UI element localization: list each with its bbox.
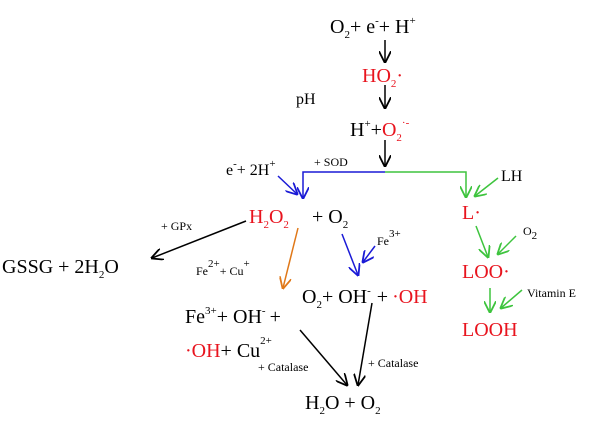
arrow-h2o2-to-gssg bbox=[152, 220, 247, 258]
ph-label: pH bbox=[296, 91, 316, 108]
final-products: H2O + O2 bbox=[305, 392, 381, 417]
hydroxyl-copper: ·OH+ Cu2+ bbox=[185, 335, 272, 362]
o2-reagent: O2 bbox=[523, 224, 537, 242]
arrow-h2o2-fenton bbox=[283, 227, 299, 288]
fenton-products: Fe3++ OH-+ bbox=[185, 305, 281, 328]
arrows bbox=[152, 40, 523, 385]
ho2-radical: HO2· bbox=[362, 65, 403, 90]
gssg-product: GSSG + 2H2O bbox=[2, 256, 119, 281]
lipid-radical: L· bbox=[462, 202, 481, 224]
arrow-right-catalase bbox=[358, 302, 373, 385]
fe3-reagent: Fe3+ bbox=[377, 228, 401, 248]
superoxide: H++O2·- bbox=[350, 117, 410, 144]
sod-reagent: e-+ 2H+ bbox=[226, 158, 276, 179]
lh-reagent-arrow bbox=[475, 177, 499, 196]
sod-reagent-arrow bbox=[277, 175, 297, 194]
lipid-branch-line bbox=[385, 171, 466, 197]
arrow-h2o2-haber-weiss bbox=[341, 233, 358, 275]
peroxyl-radical: LOO· bbox=[462, 261, 510, 283]
sod-branch-line bbox=[303, 171, 385, 198]
arrow-left-catalase bbox=[299, 329, 347, 385]
h2o2: H2O2 bbox=[249, 206, 289, 231]
vitamin-e-reagent-arrow bbox=[501, 289, 523, 308]
fe3-reagent-arrow bbox=[363, 245, 376, 262]
lipid-hydroperoxide: LOOH bbox=[462, 319, 518, 341]
arrow-l-to-loo bbox=[475, 225, 488, 257]
lh-label: LH bbox=[501, 168, 523, 185]
o2-reagent-arrow bbox=[498, 235, 517, 254]
gpx-label: + GPx bbox=[161, 219, 192, 233]
sod-label: + SOD bbox=[314, 155, 348, 169]
fenton-reagent: Fe2++ Cu+ bbox=[196, 258, 250, 278]
catalase-label-right: + Catalase bbox=[368, 356, 418, 370]
catalase-label-left: + Catalase bbox=[258, 360, 308, 374]
start-reactants: O2+ e-+ H+ bbox=[330, 15, 416, 41]
vitamin-e-label: Vitamin E bbox=[527, 286, 576, 300]
h2o2-plus-o2: + O2 bbox=[312, 206, 348, 231]
haber-weiss-products: O2+ OH-+·OH bbox=[302, 285, 428, 311]
